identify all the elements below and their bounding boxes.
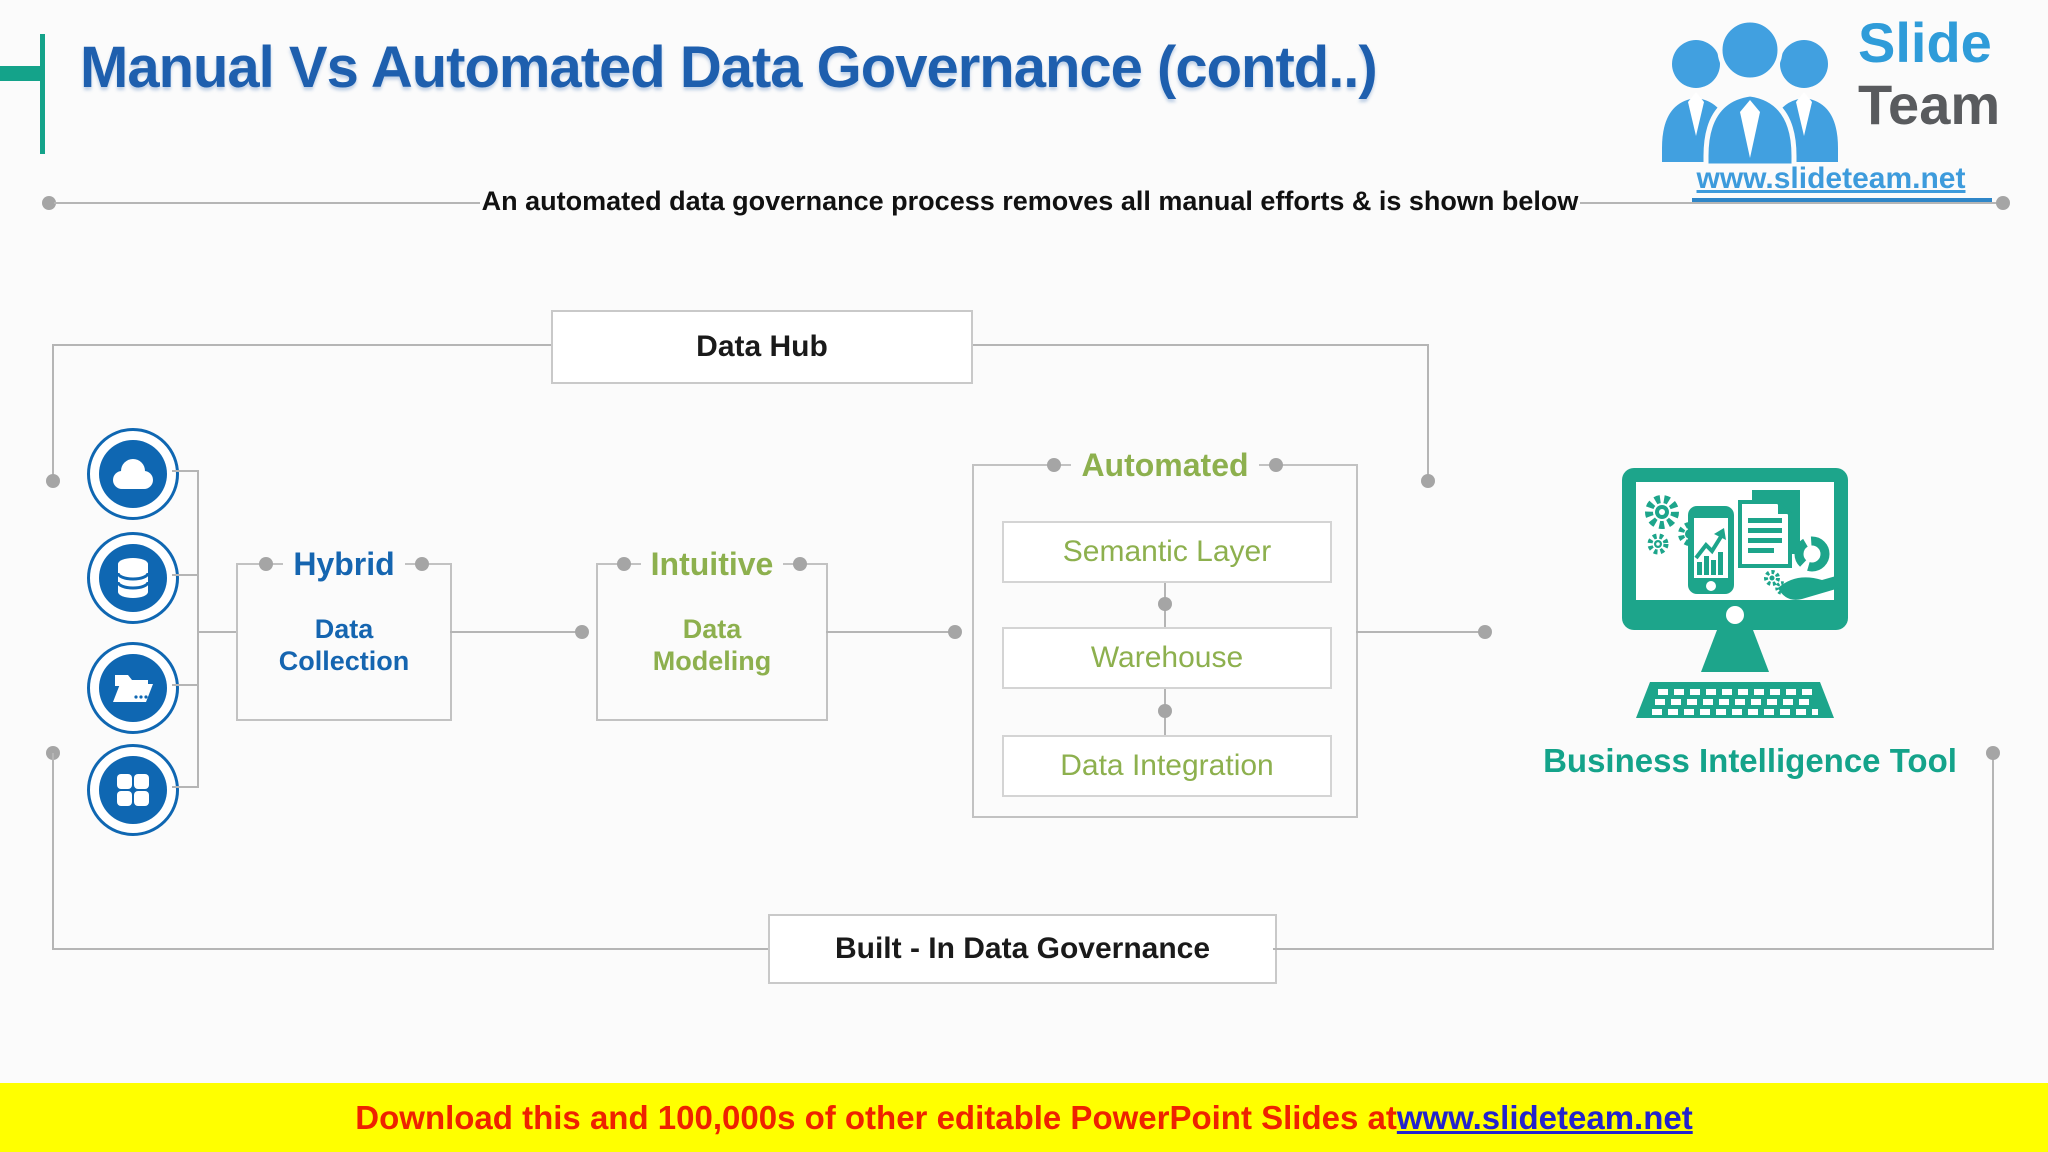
data-hub-box: Data Hub <box>551 310 973 384</box>
connector-line <box>1992 753 1994 950</box>
database-icon <box>99 544 167 612</box>
grid-icon <box>99 756 167 824</box>
connector-dot <box>1047 458 1062 472</box>
connector-line <box>1273 948 1992 950</box>
hybrid-body: Data Collection <box>278 614 410 677</box>
connector-dot <box>948 625 962 639</box>
warehouse-box: Warehouse <box>1002 627 1332 689</box>
download-banner: Download this and 100,000s of other edit… <box>0 1083 2048 1152</box>
connector-dot <box>414 557 429 571</box>
bi-tool-label: Business Intelligence Tool <box>1543 742 1957 779</box>
connector-line <box>52 948 768 950</box>
built-in-governance-label: Built - In Data Governance <box>834 932 1211 965</box>
built-in-governance-box: Built - In Data Governance <box>768 914 1277 984</box>
connector-line <box>197 631 238 633</box>
connector-dot <box>575 625 589 639</box>
connector-line <box>172 574 198 576</box>
connector-line <box>172 684 198 686</box>
connector-dot <box>1478 625 1492 639</box>
intuitive-title: Intuitive <box>640 548 784 580</box>
data-hub-label: Data Hub <box>696 330 828 363</box>
logo-text-team: Team <box>1858 73 2001 136</box>
connector-dot <box>1158 597 1172 611</box>
connector-line <box>52 344 54 481</box>
connector-line <box>172 786 198 788</box>
slideteam-people-icon <box>1662 17 1838 166</box>
connector-dot <box>793 557 808 571</box>
connector-line <box>53 344 551 346</box>
automated-title: Automated <box>1071 449 1259 481</box>
connector-dot <box>259 557 274 571</box>
logo-url-underline <box>1692 198 1992 204</box>
logo-url-link[interactable]: www.slideteam.net <box>1696 162 1966 195</box>
intuitive-box: Intuitive Data Modeling <box>596 548 828 721</box>
accent-bar <box>0 66 42 81</box>
accent-line <box>40 34 45 154</box>
connector-line <box>1580 202 2000 204</box>
banner-text: Download this and 100,000s of other edit… <box>355 1098 1397 1136</box>
source-grid <box>87 744 179 836</box>
folder-icon <box>99 654 167 722</box>
business-intelligence-icon <box>1622 468 1848 718</box>
connector-line <box>826 631 954 633</box>
connector-line <box>450 631 580 633</box>
source-folder <box>87 642 179 734</box>
connector-dot <box>616 557 631 571</box>
warehouse-label: Warehouse <box>1090 641 1244 674</box>
banner-link[interactable]: www.slideteam.net <box>1396 1098 1693 1136</box>
connector-line <box>197 470 199 788</box>
cloud-icon <box>99 440 167 508</box>
connector-dot <box>1158 704 1172 718</box>
connector-line <box>52 753 54 950</box>
source-database <box>87 532 179 624</box>
connector-line <box>1427 344 1429 481</box>
connector-line <box>172 470 198 472</box>
connector-line <box>1356 631 1484 633</box>
automated-box: Automated Semantic Layer Warehouse Data … <box>972 449 1358 818</box>
intuitive-body: Data Modeling <box>652 614 772 677</box>
connector-dot <box>1986 746 2000 760</box>
connector-line <box>54 202 480 204</box>
connector-dot <box>46 474 60 488</box>
data-integration-label: Data Integration <box>1060 749 1274 782</box>
connector-dot <box>1996 196 2010 210</box>
semantic-layer-label: Semantic Layer <box>1062 535 1272 568</box>
connector-dot <box>1268 458 1283 472</box>
hybrid-box: Hybrid Data Collection <box>236 548 452 721</box>
data-integration-box: Data Integration <box>1002 735 1332 797</box>
subtitle: An automated data governance process rem… <box>481 186 1579 216</box>
page-title: Manual Vs Automated Data Governance (con… <box>80 35 1378 100</box>
semantic-layer-box: Semantic Layer <box>1002 521 1332 583</box>
connector-line <box>973 344 1428 346</box>
logo-text-slide: Slide <box>1858 11 1992 74</box>
source-cloud <box>87 428 179 520</box>
connector-dot <box>42 196 56 210</box>
connector-dot <box>1421 474 1435 488</box>
hybrid-title: Hybrid <box>283 548 405 580</box>
